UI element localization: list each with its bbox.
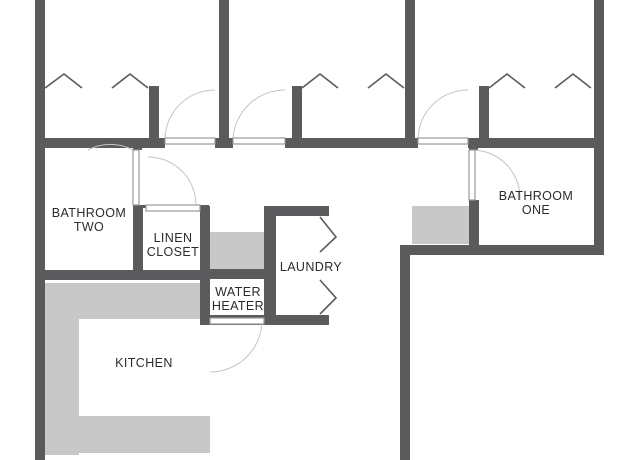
label-laundry: LAUNDRY <box>280 260 343 274</box>
wall-laundry-left <box>264 206 276 325</box>
bifold-door <box>111 72 149 89</box>
room-labels: BATHROOM TWO LINEN CLOSET LAUNDRY WATER … <box>52 189 574 370</box>
laundry-bifold-door <box>319 279 338 315</box>
wall-bedrooms-bottom-b <box>215 138 233 148</box>
door-swing <box>147 156 197 206</box>
door-leaf <box>132 149 140 206</box>
wall-closet-1 <box>149 86 159 142</box>
door-leaf <box>209 317 265 325</box>
wall-bath-one-bottom <box>400 245 604 255</box>
wall-laundry-top <box>264 206 329 216</box>
wall-bedrooms-bottom-c <box>285 138 418 148</box>
wall-bedrooms-bottom-a <box>35 138 165 148</box>
bifold-door <box>301 72 339 89</box>
door-leaf <box>468 149 476 201</box>
label-bathroom-two-line1: BATHROOM <box>52 206 127 220</box>
wall-linen-right <box>200 206 210 324</box>
wall-laundry-bottom <box>264 315 329 325</box>
door-leaf <box>164 137 216 145</box>
label-water-heater-line1: WATER <box>215 285 261 299</box>
bifold-door <box>488 72 526 89</box>
label-bathroom-one-line2: ONE <box>522 203 550 217</box>
label-bathroom-two-line2: TWO <box>74 220 104 234</box>
label-water-heater-line2: HEATER <box>212 299 264 313</box>
door-swing <box>209 321 263 373</box>
door-leaf <box>232 137 286 145</box>
door-swing <box>232 89 286 139</box>
door-leaf <box>145 204 201 212</box>
wall-closet-3 <box>479 86 489 142</box>
wall-bath-two-right <box>133 205 143 280</box>
door-swing <box>164 89 216 139</box>
closet-doors <box>44 72 592 315</box>
wall-bath-two-right-top <box>133 148 142 150</box>
wall-bath-one-left <box>469 148 478 150</box>
label-bathroom-one-line1: BATHROOM <box>499 189 574 203</box>
wall-closet-2 <box>292 86 302 142</box>
swing-doors <box>87 89 521 373</box>
label-linen-closet-line1: LINEN <box>154 231 193 245</box>
wall-outer-left <box>35 0 45 460</box>
door-leaf <box>417 137 469 145</box>
kitchen-counter-bottom <box>45 416 210 453</box>
door-swing <box>471 149 521 201</box>
wall-bath-two-bottom <box>35 270 210 280</box>
wall-bedroom-divider-1 <box>219 0 229 142</box>
wall-outer-right <box>594 0 604 255</box>
bifold-door <box>554 72 592 89</box>
label-linen-closet-line2: CLOSET <box>147 245 199 259</box>
hall-fixture-center <box>210 232 266 269</box>
laundry-bifold-door <box>319 216 338 253</box>
door-swing <box>417 89 469 139</box>
label-kitchen: KITCHEN <box>115 356 173 370</box>
wall-wh-bottom <box>200 269 276 279</box>
bifold-door <box>367 72 405 89</box>
hall-fixture-right <box>412 206 469 244</box>
bifold-door <box>44 72 83 89</box>
wall-bedrooms-bottom-d <box>468 138 604 148</box>
wall-center-vertical <box>400 245 410 460</box>
wall-bedroom-divider-2 <box>405 0 415 142</box>
walls <box>35 0 604 460</box>
door-swing <box>87 143 134 151</box>
wall-bath-one-left-lower <box>469 200 479 255</box>
fixtures <box>45 206 469 455</box>
